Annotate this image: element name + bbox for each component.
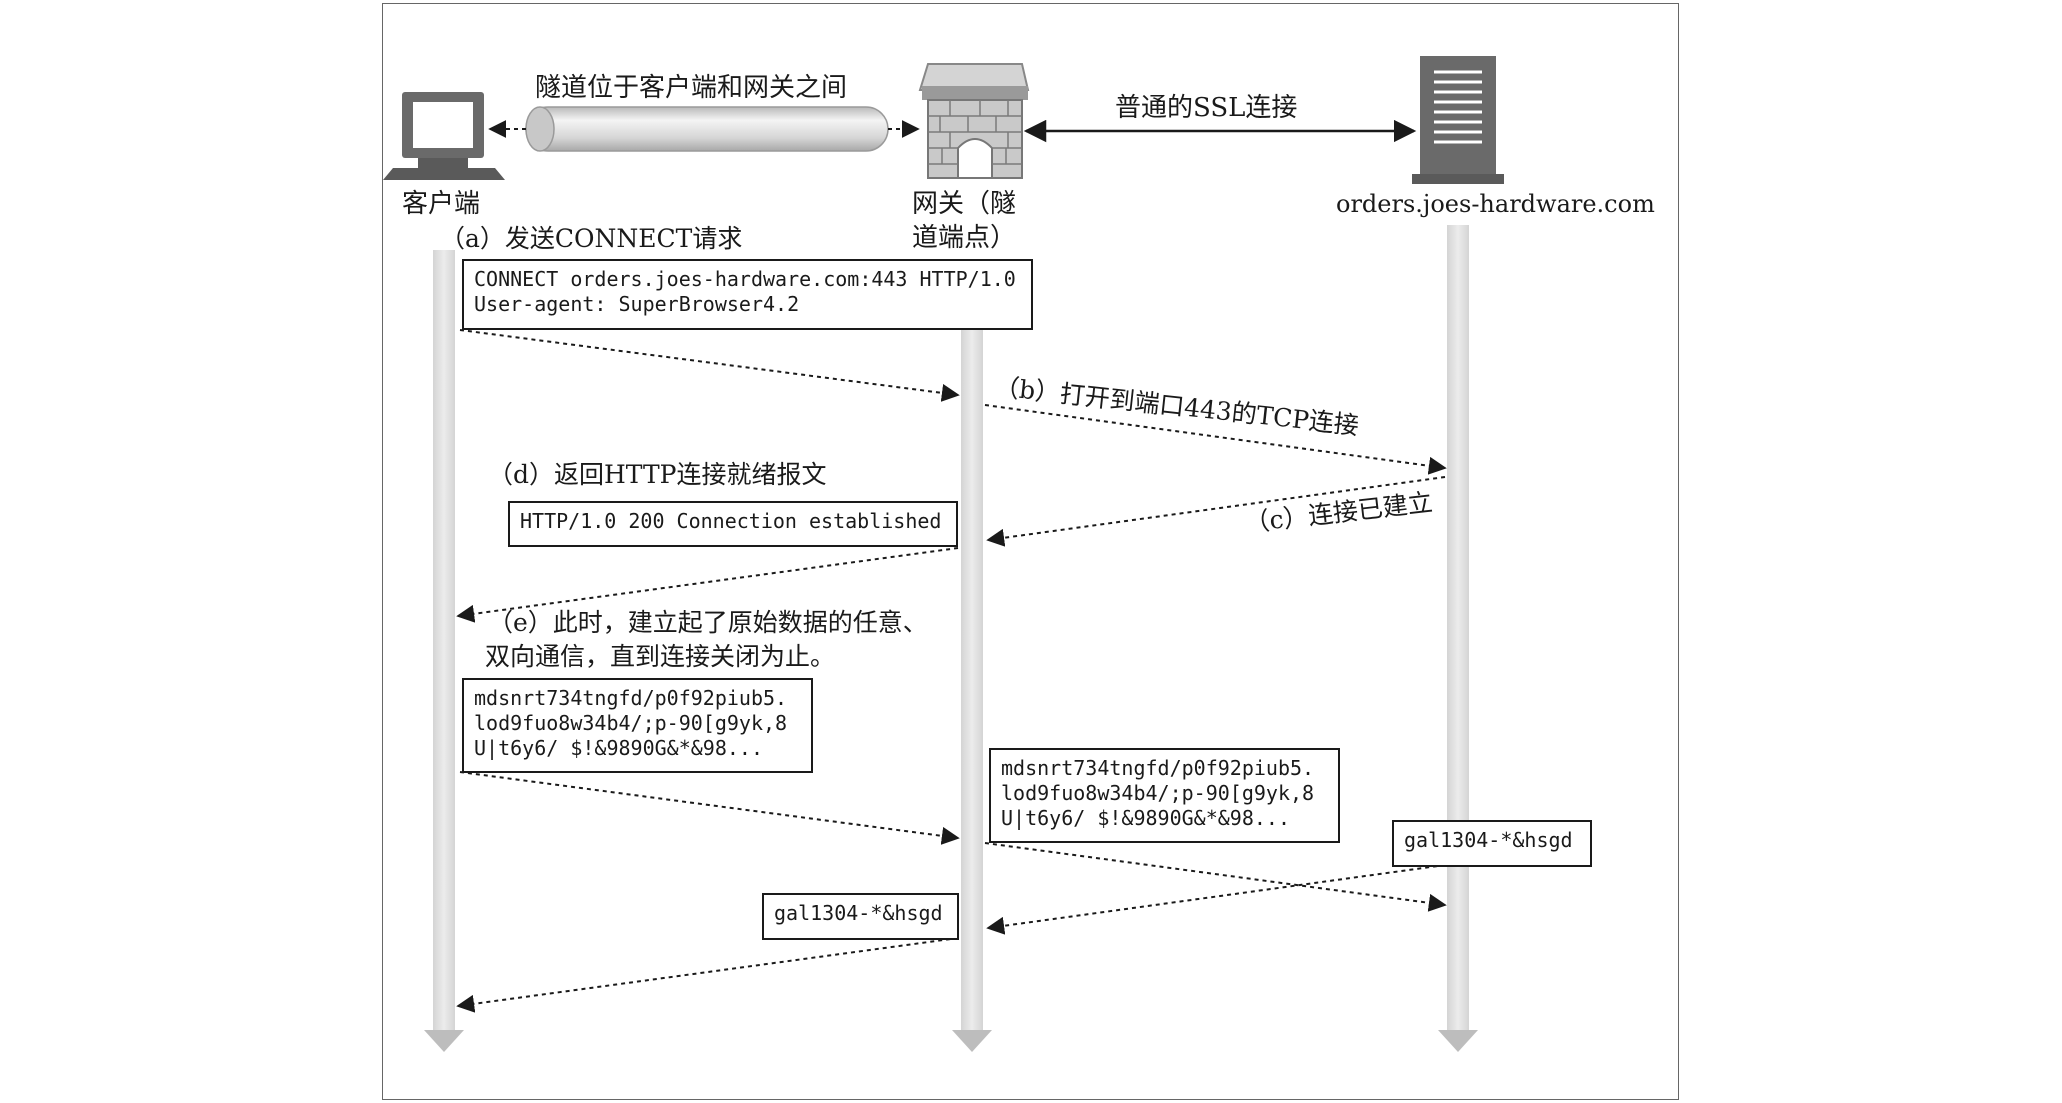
arrow-connection-established: [986, 476, 1446, 547]
raw-data-client-line2: lod9fuo8w34b4/;p-90[g9yk,8: [474, 711, 788, 735]
diagram-frame: [382, 3, 1679, 1100]
lifeline-client: [424, 250, 464, 1052]
step-e-label-line1: （e）此时，建立起了原始数据的任意、: [488, 608, 928, 637]
gateway-label-line1: 网关（隧: [912, 189, 1017, 219]
reply-server-text: gal1304-*&hsgd: [1404, 828, 1573, 852]
reply-gateway-text: gal1304-*&hsgd: [774, 901, 943, 925]
connect-request-line2: User-agent: SuperBrowser4.2: [474, 292, 800, 316]
raw-data-gateway-line3: U|t6y6/ $!&9890G&*&98...: [1001, 806, 1290, 830]
arrow-reply-1: [986, 864, 1446, 935]
raw-data-box-client: mdsnrt734tngfd/p0f92piub5.lod9fuo8w34b4/…: [462, 678, 813, 773]
arrow-connect-request: [459, 329, 960, 402]
arrow-open-tcp: [984, 404, 1447, 475]
step-a-label: （a）发送CONNECT请求: [440, 224, 743, 253]
step-d-label: （d）返回HTTP连接就绪报文: [488, 460, 827, 489]
connect-request-line1: CONNECT orders.joes-hardware.com:443 HTT…: [474, 267, 1016, 291]
reply-box-gateway: gal1304-*&hsgd: [762, 893, 959, 940]
connect-request-box: CONNECT orders.joes-hardware.com:443 HTT…: [462, 259, 1033, 330]
raw-data-gateway-line2: lod9fuo8w34b4/;p-90[g9yk,8: [1001, 781, 1315, 805]
server-icon: [1412, 56, 1504, 184]
client-computer-icon: [383, 92, 505, 180]
arrow-raw-data-1: [459, 771, 960, 845]
established-text: HTTP/1.0 200 Connection established: [520, 509, 942, 533]
arrow-raw-data-2: [984, 842, 1447, 912]
client-label: 客户端: [402, 189, 481, 219]
arrow-http-ready: [456, 547, 959, 623]
lifeline-gateway: [952, 295, 992, 1052]
arrow-reply-2: [456, 937, 959, 1013]
established-box: HTTP/1.0 200 Connection established: [508, 501, 958, 547]
gateway-firewall-icon: [918, 63, 1030, 179]
raw-data-box-gateway: mdsnrt734tngfd/p0f92piub5.lod9fuo8w34b4/…: [989, 748, 1340, 843]
raw-data-client-line1: mdsnrt734tngfd/p0f92piub5.: [474, 686, 788, 710]
tunnel-tube: [525, 106, 889, 152]
lifeline-server: [1438, 225, 1478, 1052]
reply-box-server: gal1304-*&hsgd: [1392, 820, 1592, 867]
raw-data-gateway-line1: mdsnrt734tngfd/p0f92piub5.: [1001, 756, 1315, 780]
tunnel-label: 隧道位于客户端和网关之间: [535, 73, 848, 103]
step-e-label-line2: 双向通信，直到连接关闭为止。: [485, 642, 836, 671]
raw-data-client-line3: U|t6y6/ $!&9890G&*&98...: [474, 736, 763, 760]
gateway-label-line2: 道端点）: [912, 223, 1017, 253]
ssl-label: 普通的SSL连接: [1115, 93, 1298, 123]
server-label: orders.joes-hardware.com: [1336, 190, 1655, 218]
